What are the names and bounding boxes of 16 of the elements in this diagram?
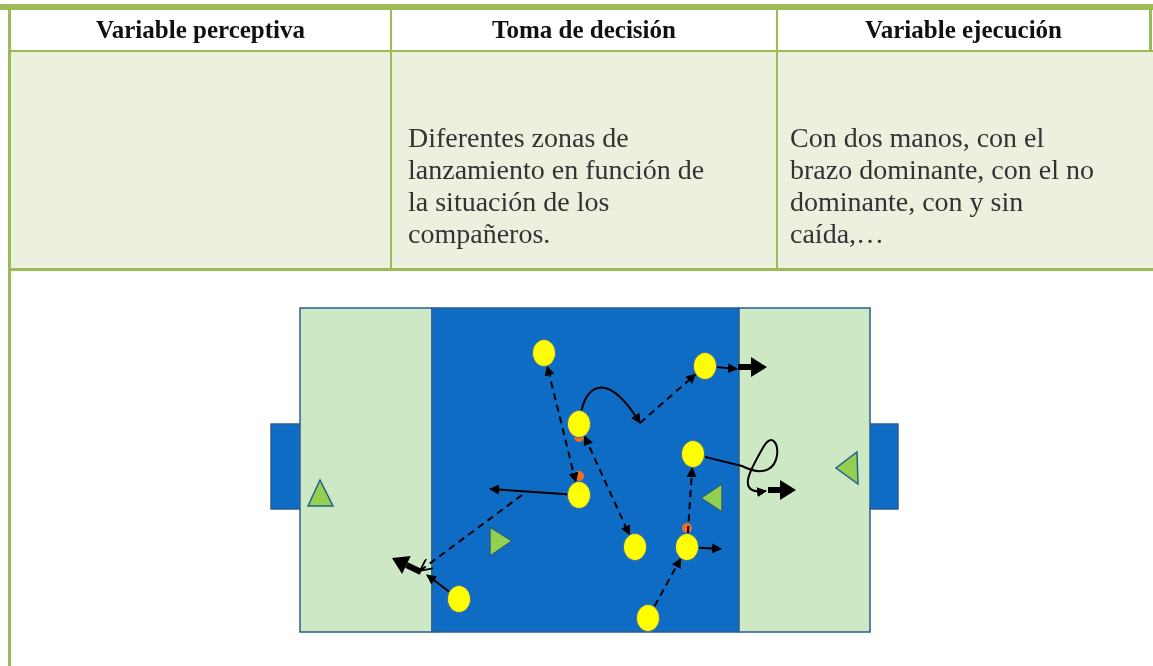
run-arrow [715, 363, 738, 374]
run-arrow [489, 484, 568, 496]
column-header: Toma de decisión [491, 15, 677, 45]
pass-arrow [639, 373, 697, 424]
column-header: Variable perceptiva [95, 15, 306, 45]
pass-arrow [544, 365, 579, 483]
cell-text: Diferentes zonas de lanzamiento en función de la situación de los compañeros. [408, 122, 706, 250]
run-arrow [698, 543, 722, 554]
pass-arrow [583, 435, 631, 536]
run-arrow [426, 574, 450, 593]
column-header: Variable ejecución [864, 15, 1063, 45]
run-arrow [703, 439, 779, 497]
run-arrow [580, 386, 641, 424]
pass-arrow [686, 466, 697, 535]
pass-arrow [653, 557, 682, 608]
cell-text: Con dos manos, con el brazo dominante, con el no dominante, con y sin caída,… [790, 122, 1095, 250]
